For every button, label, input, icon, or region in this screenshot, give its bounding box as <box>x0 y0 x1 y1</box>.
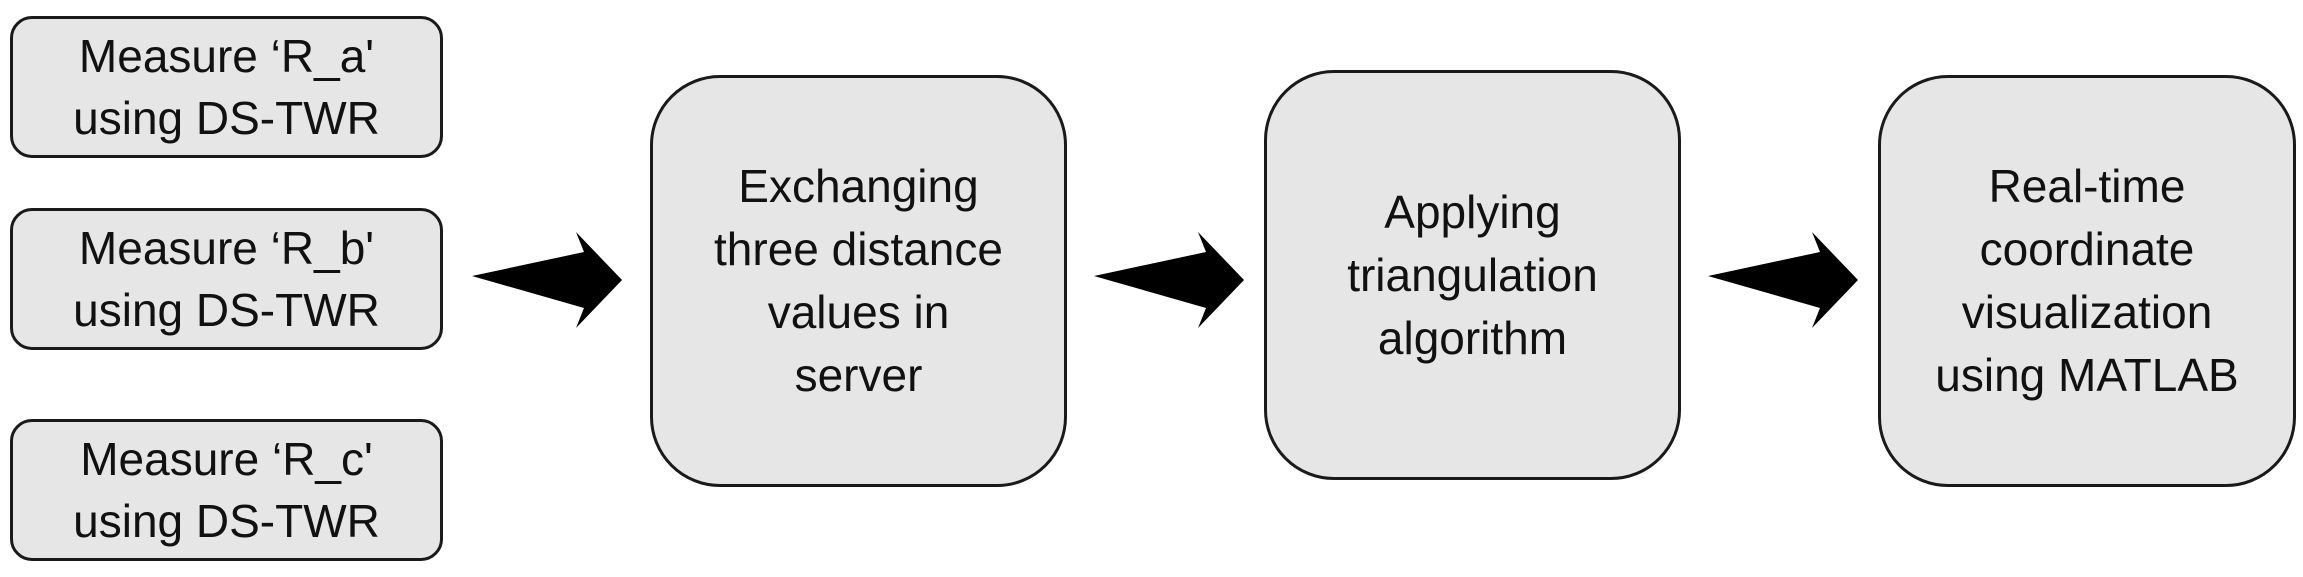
exchange-distances-label: Exchanging three distance values in serv… <box>714 160 1003 401</box>
exchange-distances-box: Exchanging three distance values in serv… <box>650 75 1067 487</box>
arrow-right-icon <box>1094 232 1244 328</box>
measure-ra-box: Measure ‘R_a' using DS-TWR <box>10 16 443 158</box>
measure-rc-label: Measure ‘R_c' using DS-TWR <box>73 433 380 547</box>
triangulation-label: Applying triangulation algorithm <box>1347 185 1598 364</box>
matlab-visualization-box: Real-time coordinate visualization using… <box>1878 75 2296 487</box>
measure-ra-label: Measure ‘R_a' using DS-TWR <box>73 30 380 144</box>
measure-rc-box: Measure ‘R_c' using DS-TWR <box>10 419 443 561</box>
matlab-visualization-label: Real-time coordinate visualization using… <box>1935 160 2239 401</box>
triangulation-box: Applying triangulation algorithm <box>1264 70 1681 480</box>
measure-rb-box: Measure ‘R_b' using DS-TWR <box>10 208 443 350</box>
measure-rb-label: Measure ‘R_b' using DS-TWR <box>73 222 380 336</box>
arrow-right-icon <box>1708 232 1858 328</box>
arrow-right-icon <box>472 232 622 328</box>
